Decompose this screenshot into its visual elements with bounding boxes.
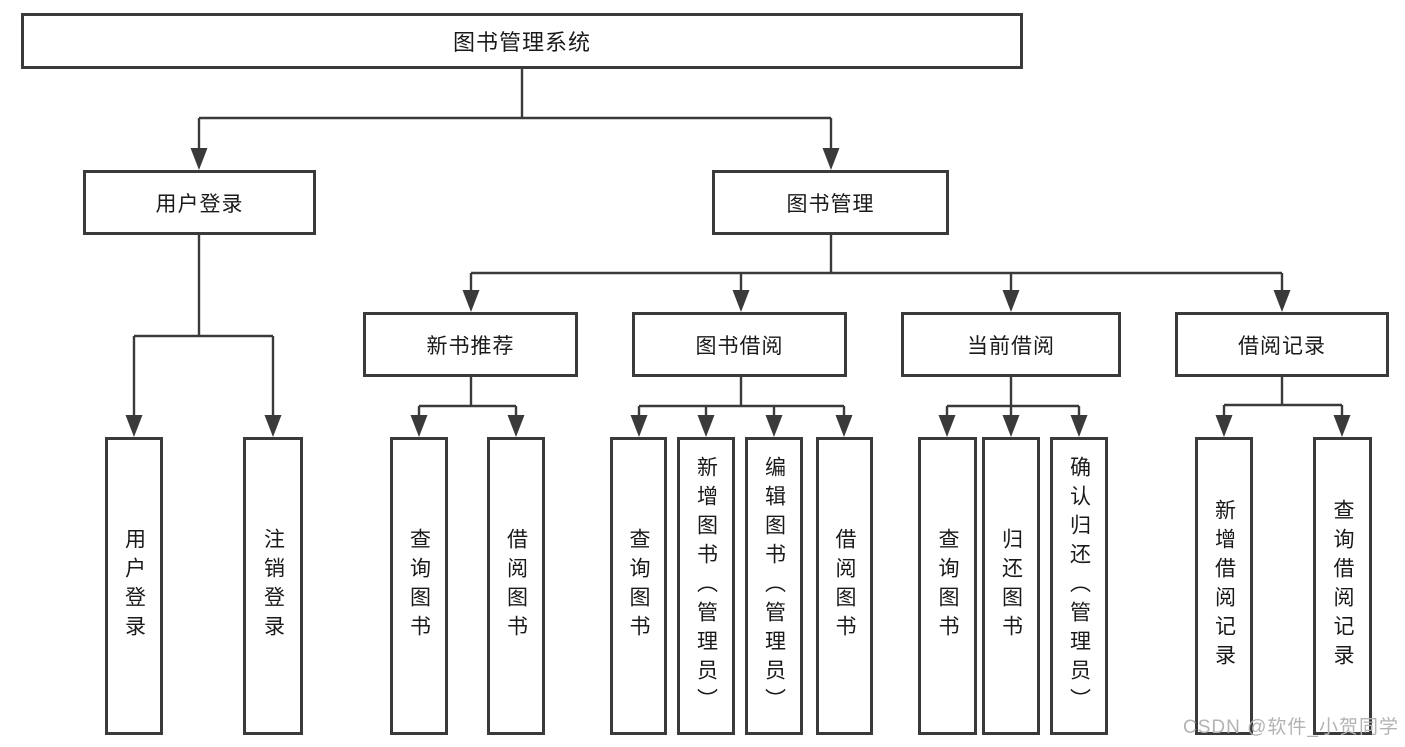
csdn-watermark: CSDN @软件_小贺同学 bbox=[1183, 717, 1399, 738]
leaf-br-add-record: 新增借阅记录 bbox=[1195, 437, 1253, 735]
node-book-borrow: 图书借阅 bbox=[632, 312, 847, 377]
leaf-cb-query-books: 查询图书 bbox=[918, 437, 977, 735]
leaf-logout: 注销登录 bbox=[243, 437, 303, 735]
leaf-user-login: 用户登录 bbox=[105, 437, 163, 735]
node-borrow-records: 借阅记录 bbox=[1175, 312, 1389, 377]
leaf-br-query-record: 查询借阅记录 bbox=[1313, 437, 1372, 735]
leaf-nbr-borrow-books: 借阅图书 bbox=[487, 437, 545, 735]
leaf-nbr-query-books: 查询图书 bbox=[390, 437, 448, 735]
node-current-borrow: 当前借阅 bbox=[901, 312, 1121, 377]
node-book-management: 图书管理 bbox=[712, 170, 949, 235]
node-root-system: 图书管理系统 bbox=[21, 13, 1023, 69]
leaf-bb-edit-books: 编辑图书（管理员） bbox=[745, 437, 803, 735]
leaf-bb-add-books: 新增图书（管理员） bbox=[677, 437, 735, 735]
leaf-bb-borrow-books: 借阅图书 bbox=[816, 437, 873, 735]
leaf-cb-return-books: 归还图书 bbox=[982, 437, 1040, 735]
node-user-login: 用户登录 bbox=[83, 170, 316, 235]
leaf-bb-query-books: 查询图书 bbox=[610, 437, 667, 735]
leaf-cb-confirm-return: 确认归还（管理员） bbox=[1050, 437, 1108, 735]
node-new-book-recommend: 新书推荐 bbox=[363, 312, 578, 377]
